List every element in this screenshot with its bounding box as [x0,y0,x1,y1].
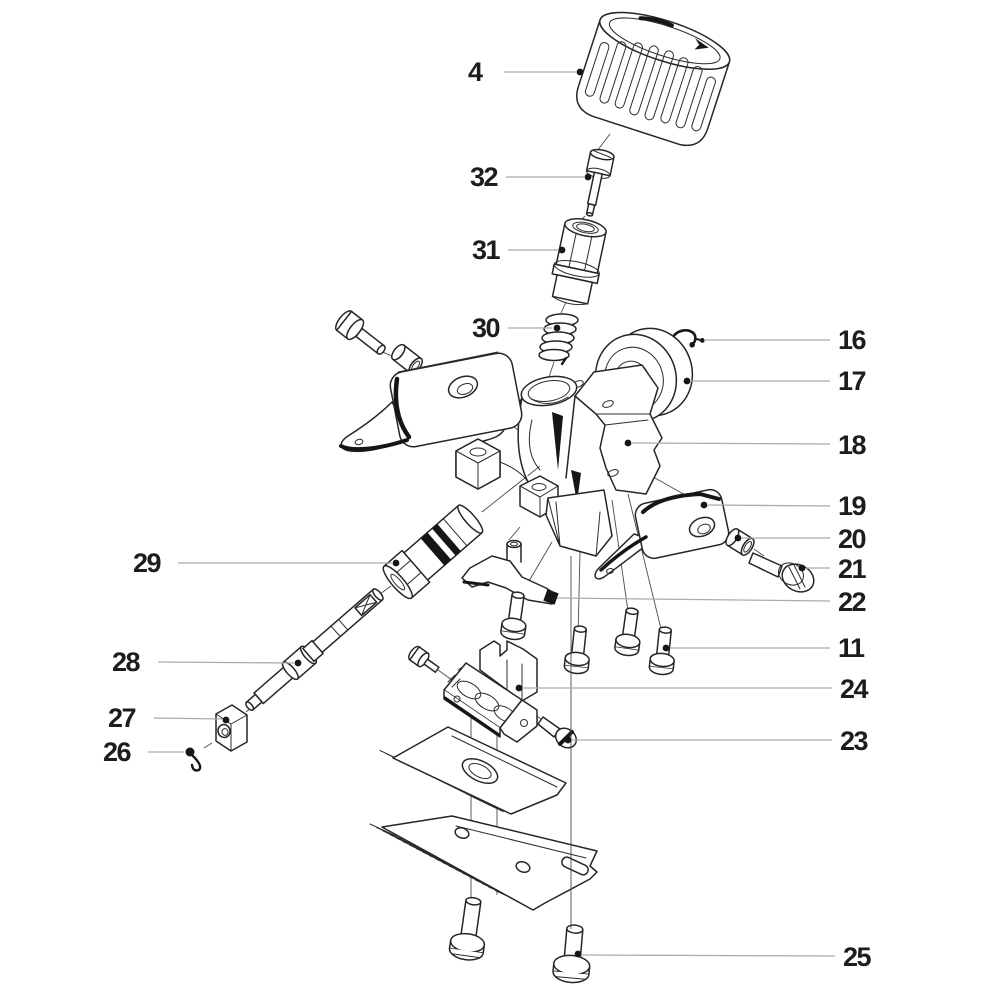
pressure-spring-part [538,313,579,366]
lever-screw-part [748,552,815,593]
part-label-21: 21 [838,554,867,584]
part-label-25: 25 [843,942,872,972]
right-lever-part [594,488,730,580]
mount-pin-part [563,625,590,675]
drive-shaft-part [245,588,384,711]
part-label-23: 23 [840,726,869,756]
mount-pin-part [614,607,641,657]
part-label-31: 31 [472,235,501,265]
part-label-20: 20 [838,524,866,554]
mount-pin-part-11 [648,626,675,676]
mount-pin-part [500,591,527,641]
part-label-19: 19 [838,491,867,521]
part-label-18: 18 [838,430,867,460]
leader-lines [148,68,836,958]
part-label-24: 24 [840,674,869,704]
blade-screw-part [537,716,578,749]
part-label-32: 32 [470,162,498,192]
part-label-26: 26 [103,737,132,767]
part-label-11: 11 [838,633,865,663]
part-labels: 4 32 31 30 29 28 27 26 16 17 18 19 20 21… [103,57,873,972]
bracket-screw-part [408,645,440,673]
blade-bolt-part-25 [552,924,591,984]
left-lever-part [339,351,523,453]
part-label-29: 29 [133,548,162,578]
part-label-4: 4 [468,57,483,87]
part-label-28: 28 [112,647,141,677]
retaining-screw-part [185,747,202,772]
drive-bar-part [461,539,559,605]
part-label-27: 27 [108,703,136,733]
part-label-16: 16 [838,325,867,355]
part-label-30: 30 [472,313,500,343]
left-lever-screw-part [334,310,386,355]
swivel-nut-part [551,218,607,306]
lower-blade-part [369,815,598,911]
square-nut-part [215,704,248,752]
part-label-22: 22 [838,587,866,617]
blade-guide-bracket-part [443,640,538,743]
knob-top-slot [638,16,674,28]
tension-pin-part [585,148,615,217]
blade-bolt-part [448,896,486,961]
knob-arrow-icon [694,38,709,50]
parts [185,11,815,984]
upper-blade-part [379,726,567,815]
adjustment-knob-part [575,11,731,147]
part-label-17: 17 [838,366,866,396]
